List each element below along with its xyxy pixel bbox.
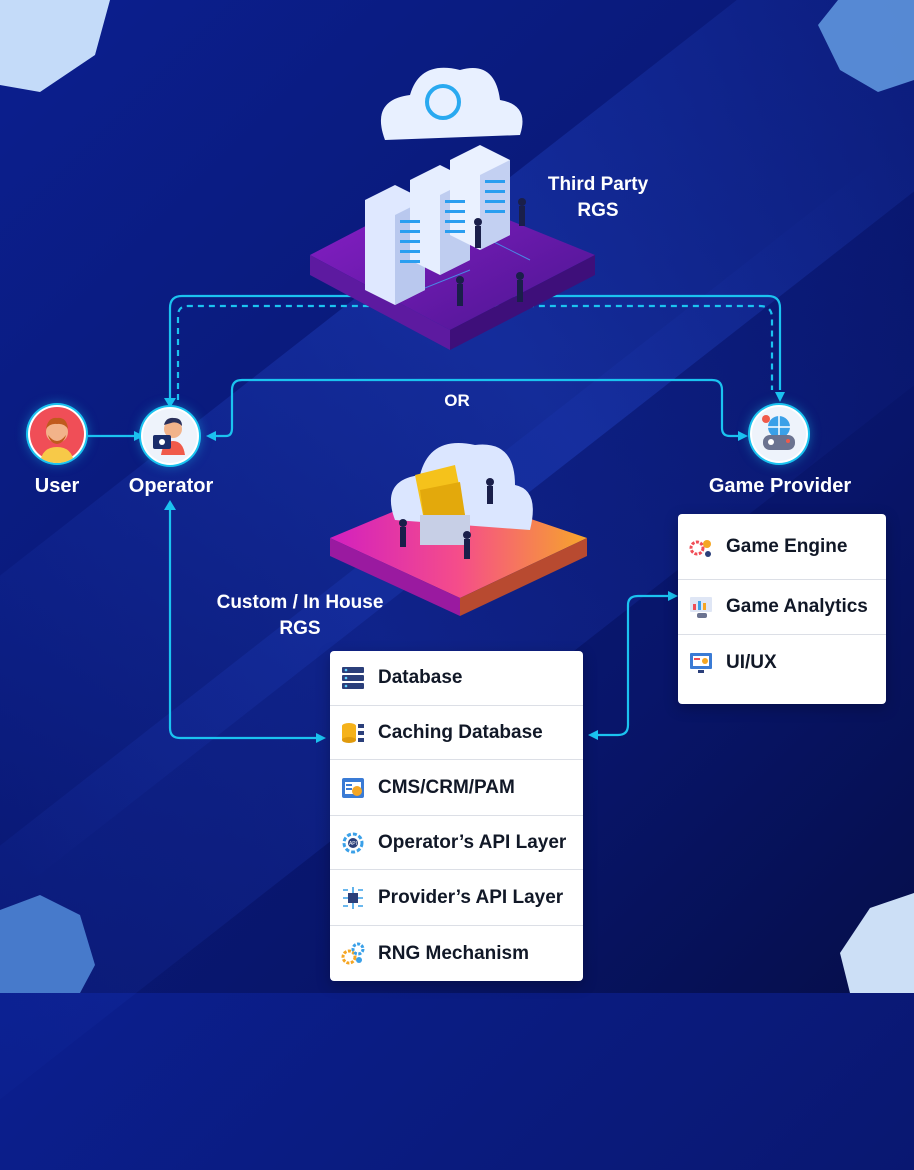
svg-text:API: API bbox=[349, 841, 357, 847]
module-row-game-analytics: Game Analytics bbox=[678, 580, 886, 635]
module-row-ui-ux: UI/UX bbox=[678, 635, 886, 691]
game-provider-avatar bbox=[750, 405, 808, 463]
module-label: Caching Database bbox=[378, 721, 543, 743]
provider-modules-card: Game Engine Game Analytics UI/UX bbox=[678, 514, 886, 704]
cms-icon bbox=[342, 777, 364, 798]
game-analytics-icon bbox=[690, 597, 712, 618]
third-party-label-line2: RGS bbox=[577, 200, 619, 221]
circuit-icon bbox=[343, 886, 363, 909]
gamepad-globe-icon bbox=[752, 407, 806, 461]
custom-rgs-illustration bbox=[330, 443, 587, 616]
module-row-provider-api: Provider’s API Layer bbox=[330, 870, 583, 926]
rgs-modules-card: Database Caching Database CMS/CRM/PAM AP… bbox=[330, 651, 583, 981]
third-party-rgs-label: Third Party RGS bbox=[528, 172, 668, 224]
module-label: Operator’s API Layer bbox=[378, 831, 567, 853]
custom-rgs-label: Custom / In House RGS bbox=[200, 590, 400, 642]
module-label: Provider’s API Layer bbox=[378, 886, 564, 908]
module-row-cms: CMS/CRM/PAM bbox=[330, 760, 583, 816]
corner-hexagon bbox=[840, 893, 914, 993]
corner-hexagon bbox=[0, 0, 110, 92]
or-label: OR bbox=[444, 391, 470, 410]
third-party-label-line1: Third Party bbox=[547, 174, 649, 195]
module-row-rng: RNG Mechanism bbox=[330, 926, 583, 981]
module-label: CMS/CRM/PAM bbox=[378, 776, 515, 798]
user-label: User bbox=[34, 475, 80, 497]
ui-ux-icon bbox=[690, 653, 712, 673]
custom-label-line1: Custom / In House bbox=[216, 592, 384, 613]
database-icon bbox=[342, 667, 364, 689]
module-row-caching-database: Caching Database bbox=[330, 706, 583, 760]
api-gear-icon: API bbox=[342, 832, 364, 853]
custom-label-line2: RGS bbox=[279, 618, 321, 639]
third-party-rgs-illustration bbox=[310, 67, 595, 350]
user-icon bbox=[30, 407, 84, 463]
module-row-game-engine: Game Engine bbox=[678, 514, 886, 580]
module-row-operator-api: API Operator’s API Layer bbox=[330, 816, 583, 870]
corner-hexagon bbox=[0, 895, 95, 993]
module-row-database: Database bbox=[330, 651, 583, 706]
operator-avatar bbox=[141, 407, 199, 465]
operator-label: Operator bbox=[128, 475, 214, 497]
user-avatar bbox=[28, 405, 86, 463]
gears-icon bbox=[341, 942, 365, 964]
operator-icon bbox=[143, 409, 197, 463]
module-label: Game Engine bbox=[726, 535, 848, 557]
module-label: RNG Mechanism bbox=[378, 942, 529, 964]
module-label: Game Analytics bbox=[726, 596, 868, 617]
game-engine-icon bbox=[689, 539, 711, 557]
corner-hexagon bbox=[818, 0, 914, 92]
module-label: UI/UX bbox=[726, 652, 777, 673]
module-label: Database bbox=[378, 667, 463, 688]
caching-database-icon bbox=[342, 722, 364, 743]
game-provider-label: Game Provider bbox=[708, 475, 852, 497]
